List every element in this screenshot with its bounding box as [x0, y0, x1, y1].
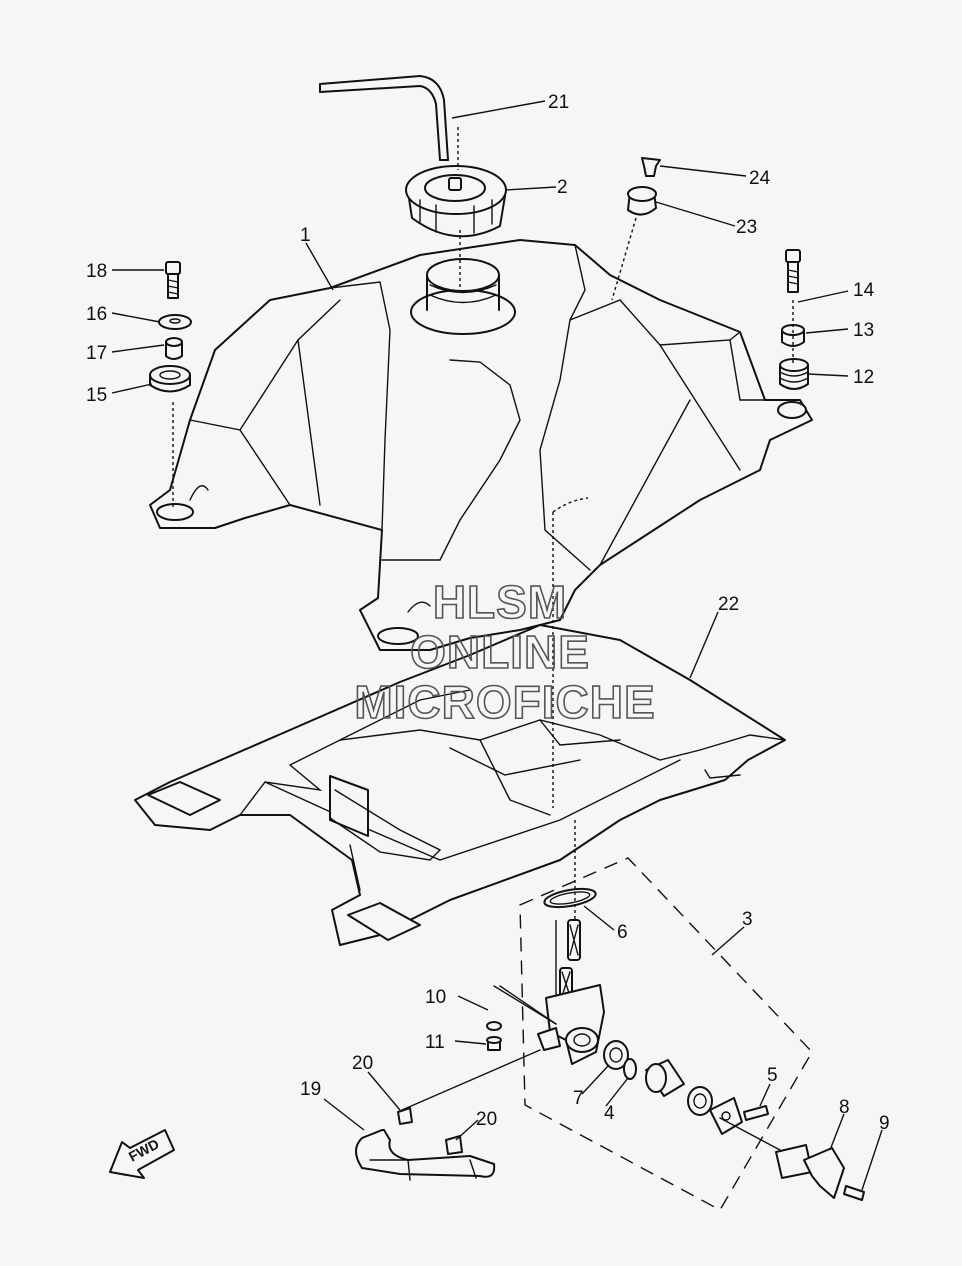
callout-23: 23	[736, 217, 757, 238]
leader-lines	[111, 100, 883, 1191]
callout-7: 7	[573, 1088, 584, 1109]
callout-4: 4	[604, 1103, 615, 1124]
callout-17: 17	[86, 343, 107, 364]
callout-14: 14	[853, 280, 875, 301]
callout-16: 16	[86, 304, 107, 325]
callout-22: 22	[718, 594, 739, 615]
left-mount-hardware[interactable]	[149, 261, 192, 393]
callout-21: 21	[548, 92, 569, 113]
callout-20-upper: 20	[352, 1053, 373, 1074]
callout-18: 18	[86, 261, 107, 282]
callout-8: 8	[839, 1097, 850, 1118]
callout-13: 13	[853, 320, 874, 341]
watermark-line-3: MICROFICHE	[354, 676, 655, 728]
callout-labels: 1 2 3 4 5 6 7 8 9 10 11 12 13 14 15 16 1…	[86, 92, 890, 1134]
fuel-cock-assembly[interactable]	[486, 857, 865, 1211]
fuel-tank[interactable]	[149, 239, 813, 651]
hose-clip-upper[interactable]	[397, 1107, 413, 1125]
tank-cover[interactable]	[134, 624, 786, 946]
right-mount-hardware[interactable]	[779, 249, 809, 390]
callout-5: 5	[767, 1065, 778, 1086]
callout-3: 3	[742, 909, 753, 930]
callout-10: 10	[425, 987, 446, 1008]
callout-20-lower: 20	[476, 1109, 497, 1130]
fwd-direction-arrow: FWD	[109, 1129, 175, 1179]
callout-19: 19	[300, 1079, 321, 1100]
callout-24: 24	[749, 168, 771, 189]
breather-hose[interactable]	[319, 75, 449, 161]
callout-12: 12	[853, 367, 874, 388]
fuel-cap[interactable]	[405, 165, 507, 238]
callout-11: 11	[425, 1032, 445, 1053]
watermark: HLSM ONLINE MICROFICHE	[354, 575, 656, 729]
hose-clip-lower[interactable]	[445, 1135, 463, 1155]
callout-9: 9	[879, 1113, 890, 1134]
alignment-lines	[172, 127, 794, 1151]
callout-15: 15	[86, 385, 107, 406]
damper-and-screw[interactable]	[627, 157, 661, 216]
fuel-hose[interactable]	[355, 1129, 496, 1181]
callout-6: 6	[617, 922, 628, 943]
callout-2: 2	[557, 177, 568, 198]
watermark-line-1: HLSM	[433, 576, 567, 628]
watermark-line-2: ONLINE	[410, 626, 590, 678]
callout-1: 1	[300, 225, 311, 246]
